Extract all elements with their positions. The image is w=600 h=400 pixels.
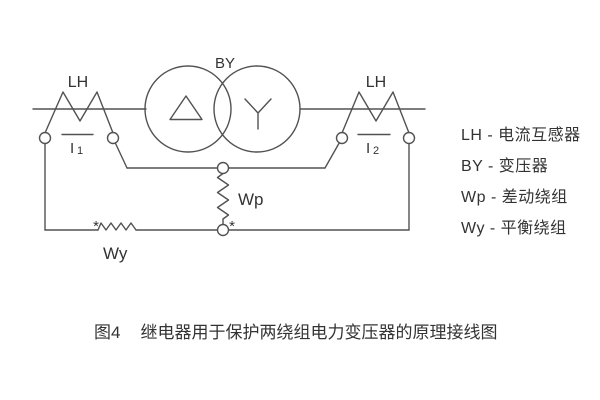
- wy-polarity-mark: *: [93, 218, 99, 235]
- ct-left-label: LH: [68, 74, 88, 91]
- legend-item-lh: LH - 电流互感器: [461, 127, 581, 144]
- figure-caption: 图4 继电器用于保护两绕组电力变压器的原理接线图: [94, 318, 497, 343]
- wp-terminal-bottom: [216, 223, 230, 237]
- legend-item-by: BY - 变压器: [461, 158, 549, 175]
- wye-symbol-icon: [244, 98, 272, 130]
- ct-right-winding: [341, 91, 410, 134]
- ct-right-terminal-b: [402, 131, 416, 145]
- i1-label: I: [70, 140, 74, 157]
- wy-winding: [97, 222, 137, 231]
- ct-left-terminal-a: [38, 131, 52, 145]
- transformer-circle-wye: [213, 65, 301, 153]
- legend-item-wy: Wy - 平衡绕组: [461, 220, 567, 237]
- ct-left-terminal-b: [106, 131, 120, 145]
- i2-label: I: [366, 140, 370, 157]
- wp-polarity-mark: *: [229, 218, 235, 235]
- transformer-circle-delta: [144, 65, 232, 153]
- figure-number: 图4: [94, 323, 121, 342]
- i2-subscript: 2: [373, 145, 379, 157]
- legend-item-wp: Wp - 差动绕组: [461, 189, 568, 206]
- legend: LH - 电流互感器 BY - 变压器 Wp - 差动绕组 Wy - 平衡绕组: [461, 120, 581, 244]
- transformer-label: BY: [215, 55, 235, 72]
- wp-label: Wp: [238, 190, 264, 209]
- wp-terminal-top: [216, 161, 230, 175]
- ct-right-label: LH: [366, 74, 386, 91]
- ct-right-terminal-a: [335, 131, 349, 145]
- diagram-label-group: LH LH BY I 1 I 2 Wp Wy * *: [68, 55, 386, 263]
- figure-caption-text: 继电器用于保护两绕组电力变压器的原理接线图: [140, 323, 498, 342]
- delta-symbol-icon: [169, 95, 203, 121]
- i1-subscript: 1: [77, 145, 83, 157]
- wy-label: Wy: [103, 244, 128, 263]
- wire-group: [32, 65, 426, 237]
- wp-winding: [216, 172, 230, 226]
- ct-left-winding: [44, 91, 114, 134]
